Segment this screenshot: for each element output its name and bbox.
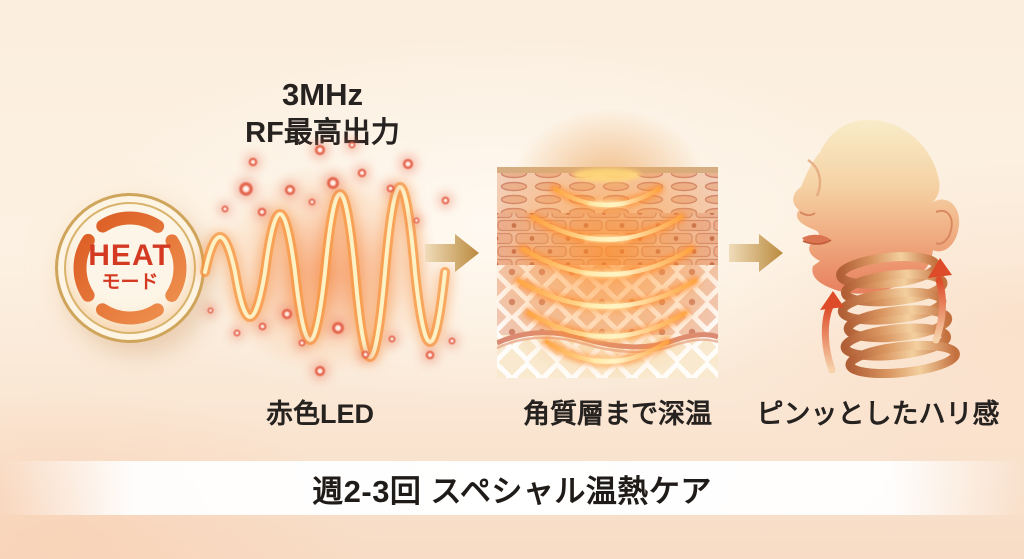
- lift-up-arrows: [820, 258, 952, 374]
- flow-arrow-icon: [425, 234, 479, 272]
- rf-wave-icon: [200, 182, 450, 362]
- flow-arrow-icon: [729, 234, 783, 272]
- caption-depth-heat: 角質層まで深温: [523, 399, 712, 429]
- heat-label: HEAT: [88, 239, 172, 273]
- face-neck-illustration: [793, 119, 960, 379]
- banner-text: 週2-3回 スペシャル温熱ケア: [312, 473, 712, 509]
- heat-mode-badge: HEAT モード: [55, 193, 205, 343]
- mode-label: モード: [101, 272, 159, 294]
- skin-cross-section-illustration: [497, 167, 718, 378]
- bottom-banner: 週2-3回 スペシャル温熱ケア: [0, 461, 1024, 515]
- rf-frequency-text: 3MHz: [282, 77, 363, 112]
- heat-mode-label: HEAT モード: [58, 196, 202, 340]
- spring-neck-icon: [836, 252, 960, 379]
- rf-output-label: 3MHz RF最高出力: [195, 76, 450, 151]
- caption-red-led: 赤色LED: [266, 399, 374, 429]
- caption-firmness: ピンッとしたハリ感: [756, 399, 1000, 429]
- face-profile: [793, 119, 960, 294]
- heat-arcs-icon: [73, 211, 187, 325]
- rf-power-text: RF最高出力: [245, 116, 400, 149]
